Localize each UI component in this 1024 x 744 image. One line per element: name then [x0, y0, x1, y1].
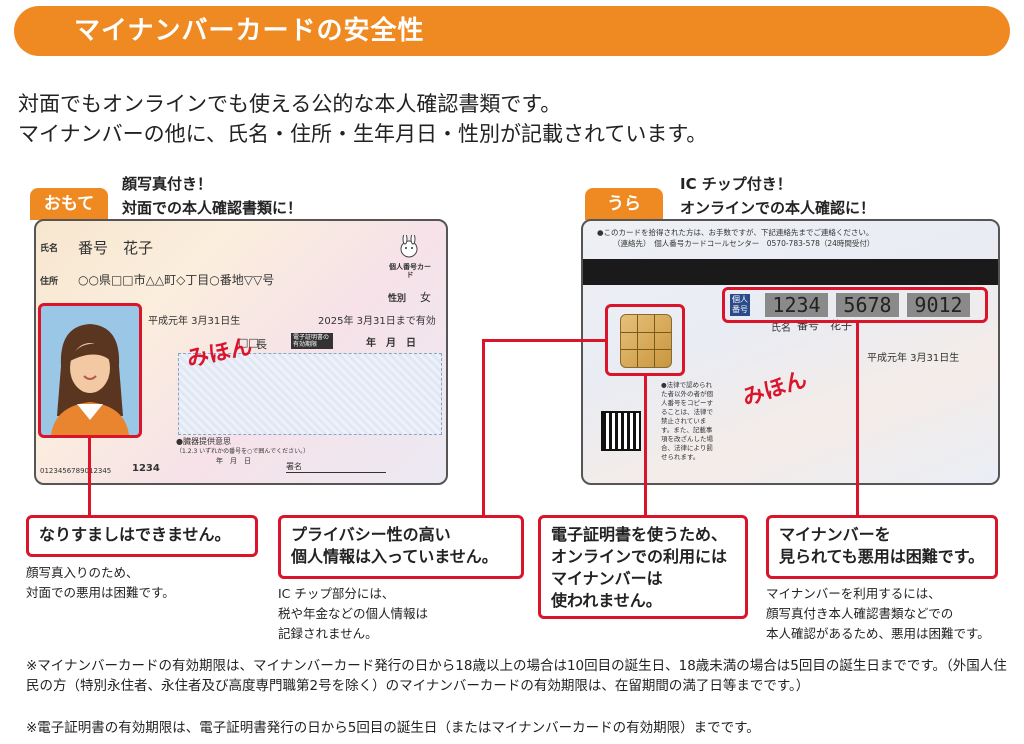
page-title: マイナンバーカードの安全性 — [74, 16, 425, 46]
front-sex-label: 性別 — [388, 294, 407, 304]
back-tag: うら — [585, 188, 663, 220]
front-expiry: 2025年 3月31日まで有効 — [318, 316, 436, 327]
back-notice: ●法律で認められた者以外の者が個人番号をコピーすることは、法律で禁止されています… — [661, 381, 713, 461]
number-part-2: 5678 — [836, 293, 899, 317]
front-code: 1234 — [132, 463, 160, 474]
callout-privacy: プライバシー性の高い 個人情報は入っていません。 — [278, 515, 524, 579]
ic-chip-icon — [620, 314, 672, 368]
callout-4-line-1: マイナンバーを — [779, 525, 891, 544]
rabbit-logo-icon — [400, 233, 418, 258]
back-top-line-1: ●このカードを拾得された方は、お手数ですが、下記連絡先までご連絡ください。 — [597, 228, 874, 237]
front-serial: 0123456789012345 — [40, 467, 112, 475]
callout-3-line-2: オンラインでの利用には — [551, 547, 728, 566]
callout-impersonation: なりすましはできません。 — [26, 515, 258, 557]
intro-line-2: マイナンバーの他に、氏名・住所・生年月日・性別が記載されています。 — [18, 122, 708, 146]
note-1: 顔写真入りのため、 対面での悪用は困難です。 — [26, 563, 175, 603]
callout-4-line-2: 見られても悪用は困難です。 — [779, 547, 985, 566]
note-4: マイナンバーを利用するには、 顔写真付き本人確認書類などでの 本人確認があるため… — [766, 584, 990, 644]
my-number-highlight — [722, 287, 988, 323]
header-bar — [14, 6, 1010, 56]
connector-2v — [482, 339, 485, 517]
note-2-line-3: 記録されません。 — [278, 626, 378, 641]
back-caption-1: IC チップ付き！ — [680, 175, 792, 193]
number-part-3: 9012 — [907, 293, 970, 317]
front-birth: 平成元年 3月31日生 — [148, 316, 241, 327]
front-date-labels: 年 月 日 — [216, 457, 251, 465]
front-address-value: ○○県□□市△△町◇丁目○番地▽▽号 — [78, 273, 275, 287]
front-cert-label: 電子証明書の有効期限 — [291, 333, 333, 349]
note-4-line-3: 本人確認があるため、悪用は困難です。 — [766, 626, 990, 641]
note-4-line-2: 顔写真付き本人確認書類などでの — [766, 606, 954, 621]
callout-3-line-4: 使われません。 — [551, 591, 662, 610]
callout-2-line-2: 個人情報は入っていません。 — [291, 547, 498, 566]
callout-3-line-1: 電子証明書を使うため、 — [551, 525, 728, 544]
back-caption-2: オンラインでの本人確認に！ — [680, 199, 876, 217]
callout-my-number: マイナンバーを 見られても悪用は困難です。 — [766, 515, 998, 579]
front-footer-small: （1.2.3 いずれかの番号を○で囲んでください。） — [176, 448, 310, 455]
person-photo-icon — [51, 324, 129, 435]
front-footer-text: ●臓器提供意思 — [176, 437, 231, 446]
connector-4 — [856, 323, 859, 516]
front-mark-1: □□ — [238, 336, 259, 349]
callout-1-text: なりすましはできません。 — [39, 525, 231, 544]
connector-2h — [482, 339, 606, 342]
note-1-line-1: 顔写真入りのため、 — [26, 565, 139, 580]
callout-certificate: 電子証明書を使うため、 オンラインでの利用には マイナンバーは 使われません。 — [538, 515, 748, 619]
footnote-2: ※電子証明書の有効期限は、電子証明書発行の日から5回目の誕生日（またはマイナンバ… — [26, 720, 760, 736]
qr-code-icon — [601, 411, 641, 451]
front-caption-2: 対面での本人確認書類に！ — [122, 199, 303, 217]
ic-chip-highlight — [605, 304, 685, 376]
front-name-value: 番号 花子 — [78, 239, 154, 257]
card-logo: 個人番号カード — [386, 233, 432, 281]
note-2-line-1: IC チップ部分には、 — [278, 586, 395, 601]
card-logo-text: 個人番号カード — [389, 263, 431, 279]
front-mark-2: 長 — [256, 338, 267, 351]
back-top-line-2: （連絡先） 個人番号カードコールセンター 0570-783-578（24時間受付… — [613, 239, 875, 248]
note-2-line-2: 税や年金などの個人情報は — [278, 606, 429, 621]
callout-2-line-1: プライバシー性の高い — [291, 525, 451, 544]
intro-line-1: 対面でもオンラインでも使える公的な本人確認書類です。 — [18, 92, 562, 116]
front-tag: おもて — [30, 188, 108, 220]
number-label: 個人番号 — [730, 294, 750, 316]
back-name-label: 氏名 — [771, 323, 791, 334]
note-4-line-1: マイナンバーを利用するには、 — [766, 586, 941, 601]
note-1-line-2: 対面での悪用は困難です。 — [26, 585, 175, 600]
magnetic-stripe — [583, 259, 998, 285]
connector-3 — [644, 376, 647, 516]
front-address-label: 住所 — [40, 277, 59, 287]
front-ymd: 年 月 日 — [366, 338, 416, 349]
back-mihon-stamp: みほん — [739, 367, 811, 412]
note-2: IC チップ部分には、 税や年金などの個人情報は 記録されません。 — [278, 584, 428, 644]
front-sex-value: 女 — [420, 291, 431, 304]
connector-1 — [88, 438, 91, 516]
front-name-label: 氏名 — [40, 244, 59, 254]
callout-3-line-3: マイナンバーは — [551, 569, 663, 588]
front-comment-field — [178, 353, 442, 435]
card-front: 氏名 番号 花子 住所 ○○県□□市△△町◇丁目○番地▽▽号 個人番号カード 性… — [34, 219, 448, 485]
footnote-1: ※マイナンバーカードの有効期限は、マイナンバーカード発行の日から18歳以上の場合… — [26, 658, 1007, 694]
front-sign-label: 署名 — [286, 461, 386, 473]
number-part-1: 1234 — [765, 293, 828, 317]
face-photo — [38, 303, 142, 438]
back-birth: 平成元年 3月31日生 — [867, 353, 960, 364]
front-caption-1: 顔写真付き！ — [122, 175, 213, 193]
